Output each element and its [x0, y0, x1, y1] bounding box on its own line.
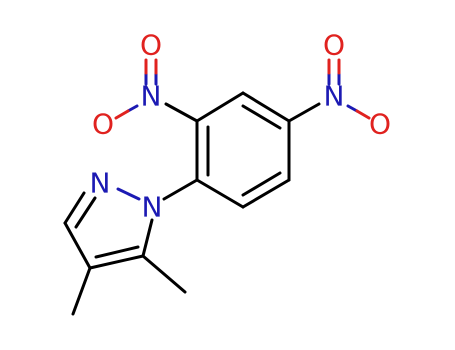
atom-n-ring-right: N — [142, 191, 163, 224]
bond-n1-n2 — [116, 187, 141, 201]
bond-ring-nitro-para — [287, 102, 321, 123]
bond-ring-2 — [195, 91, 245, 123]
atom-n-nitro-para: N — [324, 80, 345, 113]
atom-o-nitro-ortho-top: O — [140, 29, 162, 62]
bond-nitro-para-right-o — [355, 109, 371, 120]
atom-o-nitro-para-top: O — [323, 29, 345, 62]
bond-c3-n2 — [141, 218, 154, 258]
bond-c4-c3-double — [94, 245, 140, 259]
bond-nitro-ortho-left-n — [126, 104, 139, 113]
bond-ring-nitro-ortho — [164, 102, 199, 123]
bond-ring-6 — [195, 178, 245, 209]
bond-c5-c4 — [63, 221, 92, 270]
methyl-groups — [71, 254, 187, 316]
pyrazole-ring — [63, 187, 154, 270]
nitro-group-ortho — [114, 58, 199, 123]
bond-ring-5-inner — [241, 171, 282, 197]
bond-nitro-para-right-n — [346, 104, 359, 113]
bond-ring-3-inner — [241, 104, 282, 130]
bond-n1-c5 — [63, 191, 86, 225]
bond-n1-c5-double — [74, 196, 97, 229]
bond-n2-ipso — [162, 178, 199, 201]
nitro-group-para — [287, 58, 371, 123]
atom-n-ring-left: N — [90, 167, 111, 200]
bond-nitro-ortho-left-o — [114, 109, 130, 120]
bond-ring-3 — [241, 91, 291, 123]
bond-ring-5 — [241, 178, 291, 209]
bond-methyl-c3 — [141, 254, 187, 294]
bond-methyl-c4 — [71, 266, 92, 316]
atom-labels: N N N O O N O O — [90, 29, 392, 224]
bond-c4-c3 — [88, 254, 145, 270]
atom-o-nitro-ortho-left: O — [92, 108, 114, 141]
atom-n-nitro-ortho: N — [141, 80, 162, 113]
atom-o-nitro-para-right: O — [369, 108, 391, 141]
benzene-ring — [162, 91, 291, 209]
